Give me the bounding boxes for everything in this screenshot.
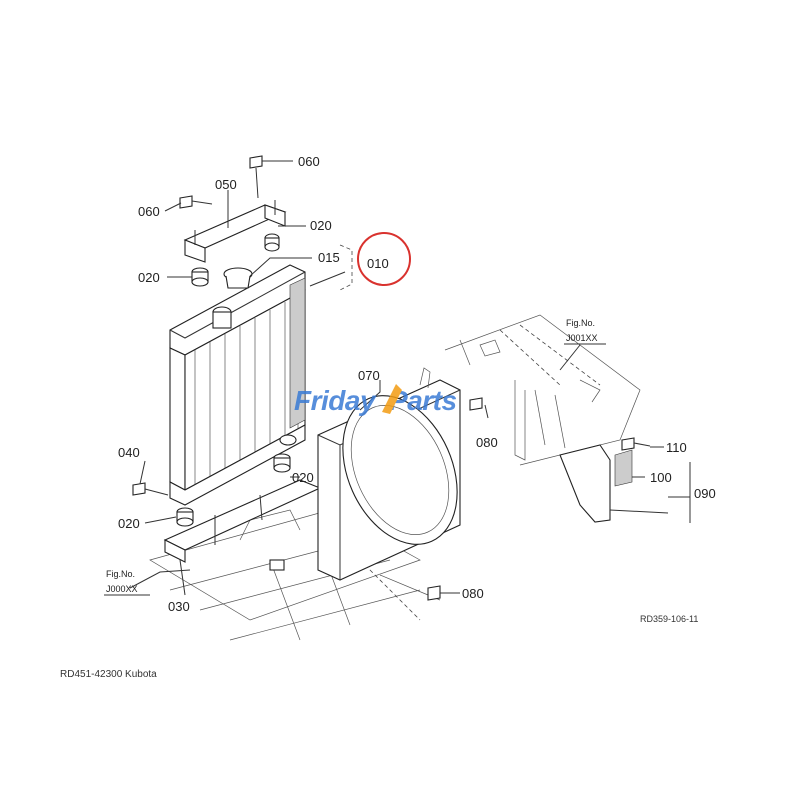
part-label-015: 015 xyxy=(318,250,340,265)
part-label-020-right: 020 xyxy=(292,470,314,485)
fig-ref-right-code: J001XX xyxy=(566,333,598,343)
drawing-code: RD359-106-11 xyxy=(640,614,698,624)
highlight-circle xyxy=(357,232,411,286)
top-bracket-050 xyxy=(179,155,287,287)
part-label-010: 010 xyxy=(367,256,389,271)
watermark-check-icon xyxy=(382,384,402,414)
side-plate-090 xyxy=(559,437,691,523)
part-label-020-top: 020 xyxy=(310,218,332,233)
part-label-060-left: 060 xyxy=(138,204,160,219)
part-label-020-left: 020 xyxy=(138,270,160,285)
part-label-050: 050 xyxy=(215,177,237,192)
image-caption: RD451-42300 Kubota xyxy=(60,669,157,680)
part-label-100: 100 xyxy=(650,470,672,485)
part-label-090: 090 xyxy=(694,486,716,501)
part-label-040: 040 xyxy=(118,445,140,460)
right-frame xyxy=(444,314,641,466)
part-labels: 060 050 060 020 015 010 020 070 080 110 … xyxy=(118,154,716,614)
fig-ref-left-label: Fig.No. xyxy=(106,569,135,579)
fan-shroud-070 xyxy=(317,367,483,581)
part-label-110: 110 xyxy=(666,440,687,455)
part-label-020-bottom: 020 xyxy=(118,516,140,531)
figure-references: Fig.No. J001XX Fig.No. J000XX RD359-106-… xyxy=(104,318,698,624)
part-label-070: 070 xyxy=(358,368,380,383)
bottom-bracket-030 xyxy=(132,453,322,563)
fig-ref-right-label: Fig.No. xyxy=(566,318,595,328)
fig-ref-left-code: J000XX xyxy=(106,584,138,594)
lower-bolt-080 xyxy=(427,585,441,601)
part-label-060-top: 060 xyxy=(298,154,320,169)
leader-lines xyxy=(129,160,690,596)
part-label-080-upper: 080 xyxy=(476,435,498,450)
radiator xyxy=(169,264,306,506)
part-label-080-lower: 080 xyxy=(462,586,484,601)
part-label-030: 030 xyxy=(168,599,190,614)
watermark-friday: Friday xyxy=(294,385,377,416)
